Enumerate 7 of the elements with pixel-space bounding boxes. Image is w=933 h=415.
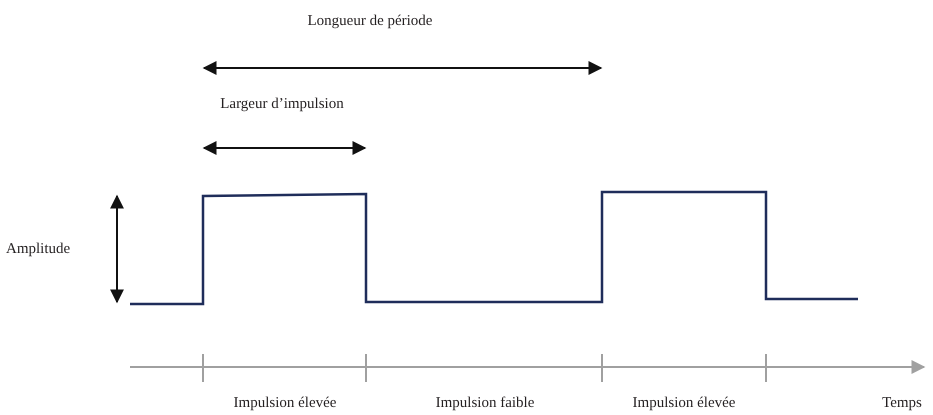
amplitude-label: Amplitude (6, 241, 70, 257)
segment-label: Impulsion faible (436, 395, 534, 411)
segment-label: Impulsion élevée (632, 395, 736, 411)
axis-label: Temps (882, 395, 922, 411)
pulse-width-label: Largeur d’impulsion (220, 96, 344, 112)
segment-label: Impulsion élevée (234, 395, 336, 411)
period-length-label: Longueur de période (308, 13, 432, 29)
